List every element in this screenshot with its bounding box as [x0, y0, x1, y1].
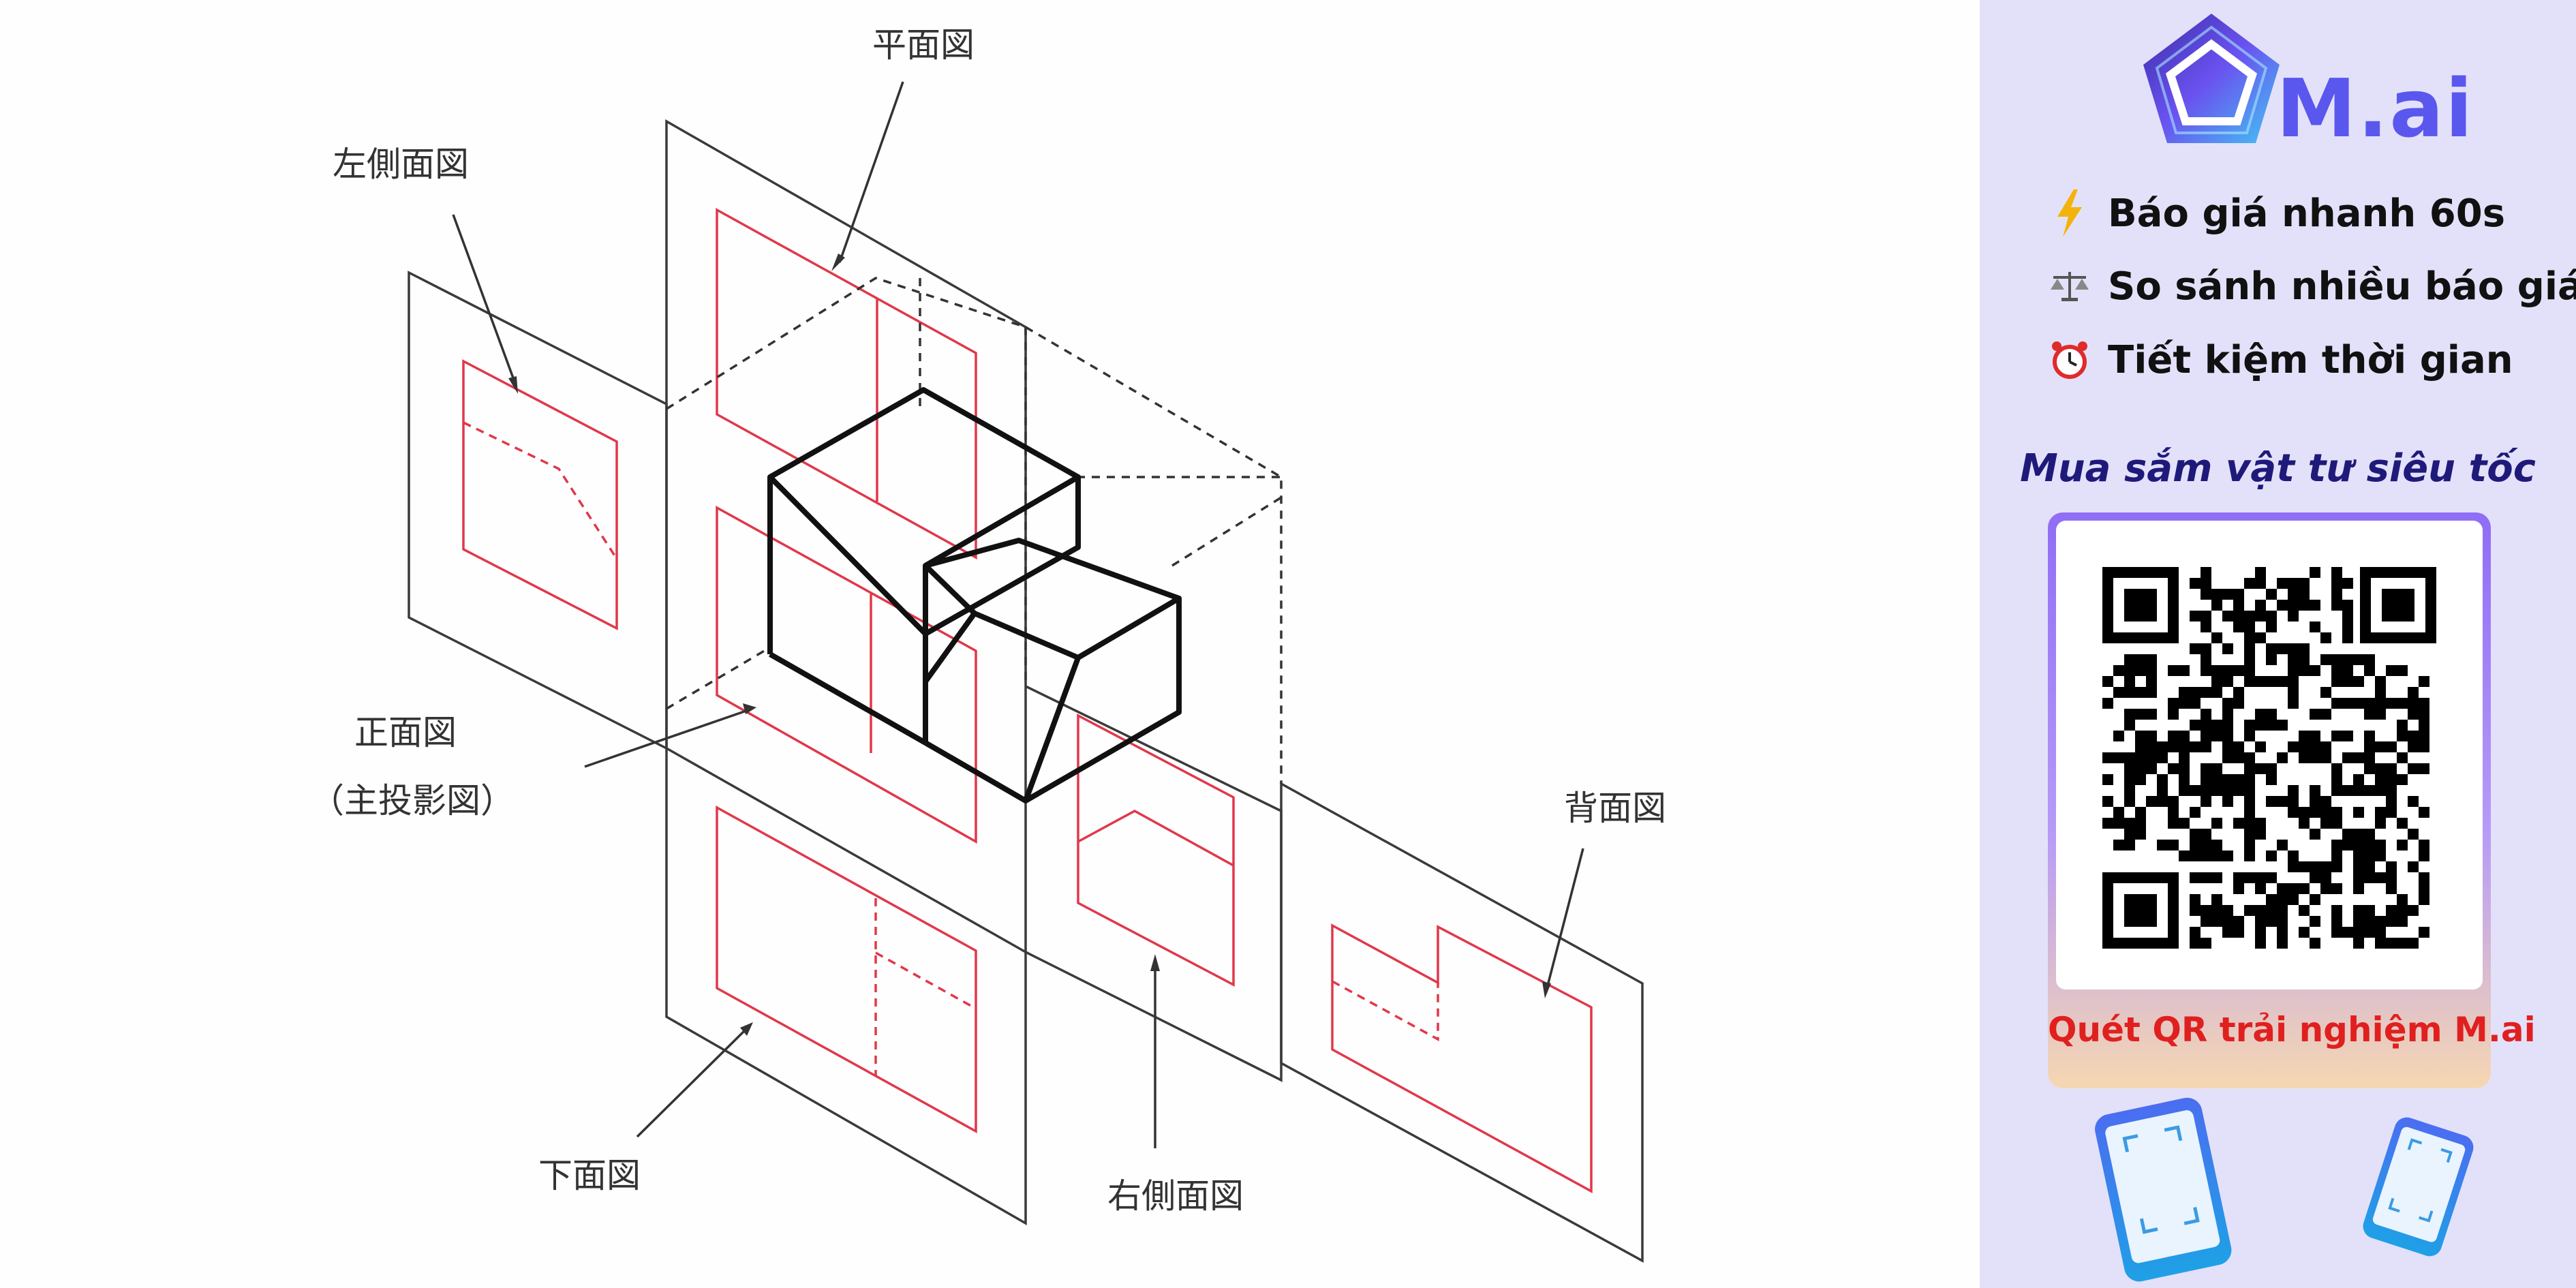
alarm-clock-icon — [2048, 338, 2091, 382]
qr-card: Quét QR trải nghiệm M.ai — [2048, 512, 2536, 1088]
phones-illustration — [2095, 1097, 2474, 1282]
plan-front-bottom-plane — [665, 119, 1027, 1226]
back-view-label: 背面図 — [1564, 788, 1666, 828]
left-side-plane — [408, 271, 668, 750]
back-view-projection — [1331, 923, 1593, 1193]
front-view-label: 正面図 — [354, 713, 457, 752]
tagline: Mua sắm vật tư siêu tốc — [2020, 446, 2536, 491]
plan-view-label: 平面図 — [872, 25, 975, 65]
ad-sidebar: M.ai Báo giá nhanh 60s So sánh nhiều báo… — [1980, 0, 2576, 1288]
leader-arrows — [452, 81, 1584, 1148]
left-side-view-label: 左側面図 — [333, 144, 469, 184]
solid-object — [767, 387, 1182, 803]
phone-icon — [2363, 1117, 2474, 1257]
right-side-view-projection — [1077, 714, 1235, 987]
bottom-view-label: 下面図 — [538, 1156, 641, 1195]
left-side-view-projection — [462, 359, 618, 630]
scales-icon — [2048, 264, 2091, 308]
qr-code-panel[interactable] — [2056, 521, 2483, 990]
lightning-icon — [2048, 189, 2091, 237]
diagram-canvas: 平面図 左側面図 正面図 （主投影図） 背面図 下面図 右側面図 — [310, 25, 1666, 1263]
plan-view-projection — [716, 208, 977, 559]
qr-code[interactable] — [2102, 567, 2436, 949]
front-view-projection — [716, 506, 977, 844]
phone-icon — [2095, 1097, 2232, 1282]
front-plane-divider — [666, 747, 1026, 953]
brand-name: M.ai — [2276, 61, 2474, 155]
pentagon-logo-icon — [2143, 14, 2280, 143]
projection-guides — [666, 277, 1283, 784]
feature-compare-quotes: So sánh nhiều báo giá — [2048, 256, 2576, 317]
front-view-sublabel: （主投影図） — [310, 781, 515, 821]
bottom-view-projection — [716, 806, 977, 1133]
projection-diagram: 平面図 左側面図 正面図 （主投影図） 背面図 下面図 右側面図 — [310, 25, 1666, 1263]
feature-fast-quote: Báo giá nhanh 60s — [2048, 183, 2505, 244]
feature-save-time: Tiết kiệm thời gian — [2048, 329, 2513, 390]
back-plane — [1280, 782, 1644, 1263]
right-side-plane — [1025, 685, 1283, 1082]
qr-caption: Quét QR trải nghiệm M.ai — [2048, 1010, 2536, 1049]
right-side-view-label: 右側面図 — [1107, 1176, 1244, 1216]
